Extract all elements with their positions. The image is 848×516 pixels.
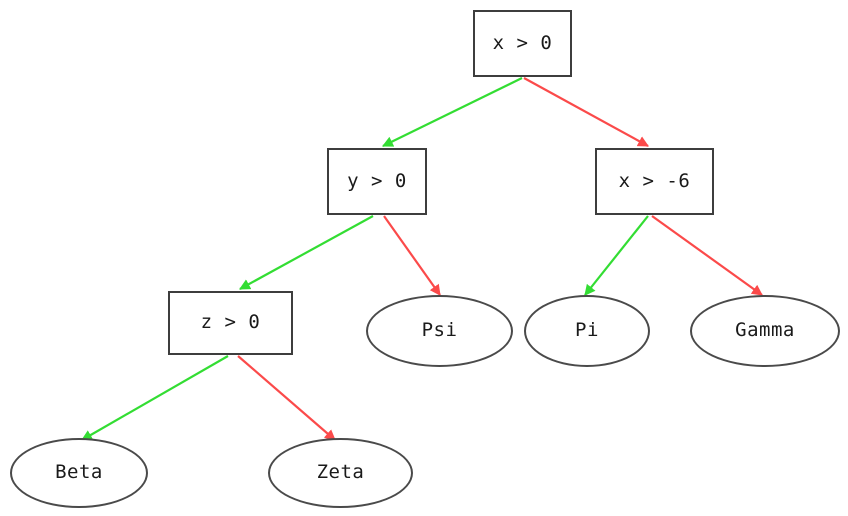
node-label: y > 0 <box>347 169 407 192</box>
node-label: Gamma <box>735 319 795 341</box>
edge-root-xm6 <box>523 77 649 147</box>
leaf-node-beta[interactable]: Beta <box>10 438 148 508</box>
edge-y0-psi <box>383 215 441 296</box>
decision-node-y0[interactable]: y > 0 <box>327 148 427 215</box>
leaf-node-gamma[interactable]: Gamma <box>690 295 840 367</box>
node-label: Beta <box>55 461 103 483</box>
node-label: Zeta <box>316 461 365 483</box>
edge-xm6-gamma <box>651 215 763 296</box>
node-label: z > 0 <box>200 311 261 333</box>
node-label: x > -6 <box>618 169 691 192</box>
node-label: Pi <box>575 319 599 341</box>
leaf-node-pi[interactable]: Pi <box>524 295 650 367</box>
edge-xm6-pi <box>584 215 649 296</box>
edge-y0-z0 <box>239 215 374 290</box>
node-label: Psi <box>421 319 458 341</box>
leaf-node-psi[interactable]: Psi <box>366 295 513 367</box>
leaf-node-zeta[interactable]: Zeta <box>268 438 413 508</box>
edge-root-y0 <box>382 77 523 147</box>
decision-node-xm6[interactable]: x > -6 <box>595 148 714 215</box>
edge-z0-beta <box>81 355 229 441</box>
edge-z0-zeta <box>237 355 336 441</box>
decision-node-z0[interactable]: z > 0 <box>168 291 293 355</box>
decision-node-root[interactable]: x > 0 <box>473 10 572 77</box>
node-label: x > 0 <box>492 31 553 54</box>
